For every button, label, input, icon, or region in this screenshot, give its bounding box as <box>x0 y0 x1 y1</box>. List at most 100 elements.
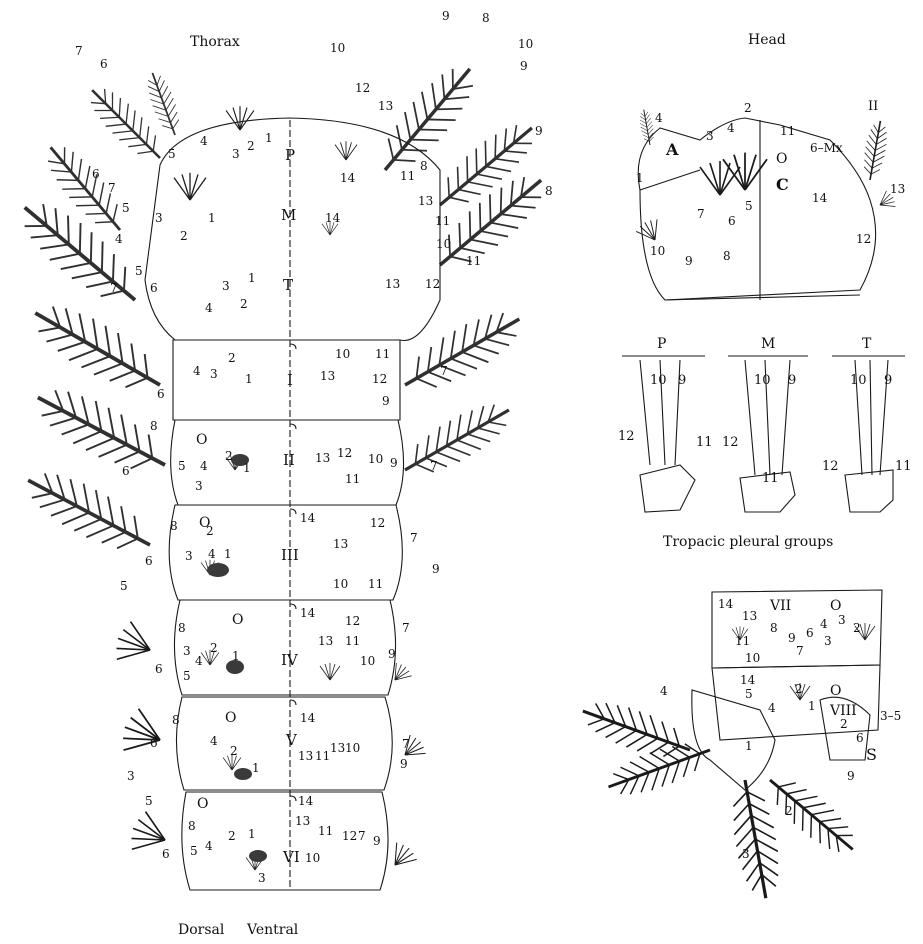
seta-num: 4 <box>195 654 203 668</box>
seg-T: T <box>283 276 293 294</box>
seta-num: 14 <box>300 511 316 525</box>
head-setae <box>634 109 897 246</box>
seta-num: 14 <box>340 171 356 185</box>
seta-num: 2 <box>853 621 861 635</box>
seta-num: 10 <box>360 654 375 668</box>
head-C: C <box>776 175 789 194</box>
seta-num: 12 <box>355 81 370 95</box>
seta-num: 6 <box>100 57 108 71</box>
seta-num: 11 <box>345 634 360 648</box>
seta-num: 4 <box>210 734 218 748</box>
seta-num: 1 <box>245 372 253 386</box>
terminal-setae <box>576 623 875 902</box>
seta-num: 13 <box>298 749 313 763</box>
seta-num: 10 <box>850 373 867 388</box>
seta-num: 10 <box>650 373 667 388</box>
seta-num: 9 <box>535 124 543 138</box>
seta-num: 11 <box>466 254 481 268</box>
seta-num: 10 <box>335 347 350 361</box>
o-label: O <box>232 612 243 628</box>
seta-num: 12 <box>856 232 871 246</box>
seta-num: 4 <box>820 617 828 631</box>
seta-num: 8 <box>770 621 778 635</box>
seta-num: 2 <box>744 101 752 115</box>
seta-num: 13 <box>742 609 757 623</box>
seta-num: 10 <box>754 373 771 388</box>
term-VII: VII <box>769 598 791 614</box>
seta-num: 2 <box>225 449 233 463</box>
seta-num: 12 <box>372 372 387 386</box>
seta-num: 6 <box>157 387 165 401</box>
seta-num: 3 <box>127 769 135 783</box>
head-O: O <box>776 151 787 167</box>
seta-num: 12 <box>822 459 839 474</box>
seta-num: 9 <box>847 769 855 783</box>
seta-num: 3 <box>210 367 218 381</box>
seta-num: 14 <box>812 191 828 205</box>
seta-num: 13 <box>385 277 400 291</box>
seta-num: 4 <box>655 111 663 125</box>
seta-num: 1 <box>745 739 753 753</box>
seta-num: 11 <box>375 347 390 361</box>
o-label: O <box>199 515 210 531</box>
seta-num: 1 <box>232 649 240 663</box>
seta-num: 4 <box>205 301 213 315</box>
seta-num: 9 <box>390 456 398 470</box>
term-S: S <box>866 745 877 764</box>
seta-num: 4 <box>208 547 216 561</box>
seta-num: 9 <box>788 631 796 645</box>
seta-num: 1 <box>808 699 816 713</box>
seta-num: 5 <box>135 264 143 278</box>
seta-num: 4 <box>115 232 123 246</box>
seg-VI: VI <box>282 848 300 866</box>
seta-num: 13 <box>315 451 330 465</box>
seta-num: 7 <box>430 459 438 473</box>
seta-num: 4 <box>768 701 776 715</box>
seta-num: 3 <box>742 847 750 861</box>
seta-num: 14 <box>325 211 341 225</box>
seta-num: 3 <box>824 634 832 648</box>
seta-num: 13 <box>333 537 348 551</box>
seta-num: 10 <box>650 244 665 258</box>
seta-num: 12 <box>722 435 739 450</box>
pleural-T: T <box>862 336 872 352</box>
seta-num: 1 <box>208 211 216 225</box>
seta-num: 6 <box>728 214 736 228</box>
seta-num: 5 <box>178 459 186 473</box>
o-label: O <box>197 796 208 812</box>
seta-num: 4 <box>200 134 208 148</box>
seta-num: 9 <box>884 373 892 388</box>
seta-num: 5 <box>120 579 128 593</box>
seta-num: 2 <box>840 717 848 731</box>
seta-num: 8 <box>188 819 196 833</box>
seta-num: 10 <box>745 651 760 665</box>
seta-num: 6 <box>92 167 100 181</box>
seg-IV: IV <box>281 651 299 669</box>
seg-V: V <box>285 731 298 749</box>
seta-num: 9 <box>373 834 381 848</box>
seta-num: 13 <box>318 634 333 648</box>
seta-num: 12 <box>342 829 357 843</box>
seta-num: 3 <box>222 279 230 293</box>
seta-num: 14 <box>718 597 734 611</box>
seta-num: 2 <box>795 682 803 696</box>
term-range: 3–5 <box>880 709 901 723</box>
seta-num: 2 <box>228 829 236 843</box>
seta-num: 2 <box>247 139 255 153</box>
seta-num: 11 <box>895 459 912 474</box>
seta-num: 7 <box>110 281 118 295</box>
seta-num: 6 <box>856 731 864 745</box>
seta-num: 10 <box>368 452 383 466</box>
seg-III: III <box>281 546 299 564</box>
seta-num: 11 <box>400 169 415 183</box>
head-labels: A C 6–Mx O II 4 3 4 2 11 1 7 6 5 14 13 1… <box>636 99 905 268</box>
seta-num: 1 <box>224 547 232 561</box>
seta-num: 3 <box>185 549 193 563</box>
seta-num: 9 <box>520 59 528 73</box>
seta-num: 11 <box>435 214 450 228</box>
seta-num: 6 <box>806 626 814 640</box>
seta-num: 4 <box>727 121 735 135</box>
seta-num: 8 <box>172 713 180 727</box>
seta-num: 2 <box>180 229 188 243</box>
seta-num: 13 <box>418 194 433 208</box>
